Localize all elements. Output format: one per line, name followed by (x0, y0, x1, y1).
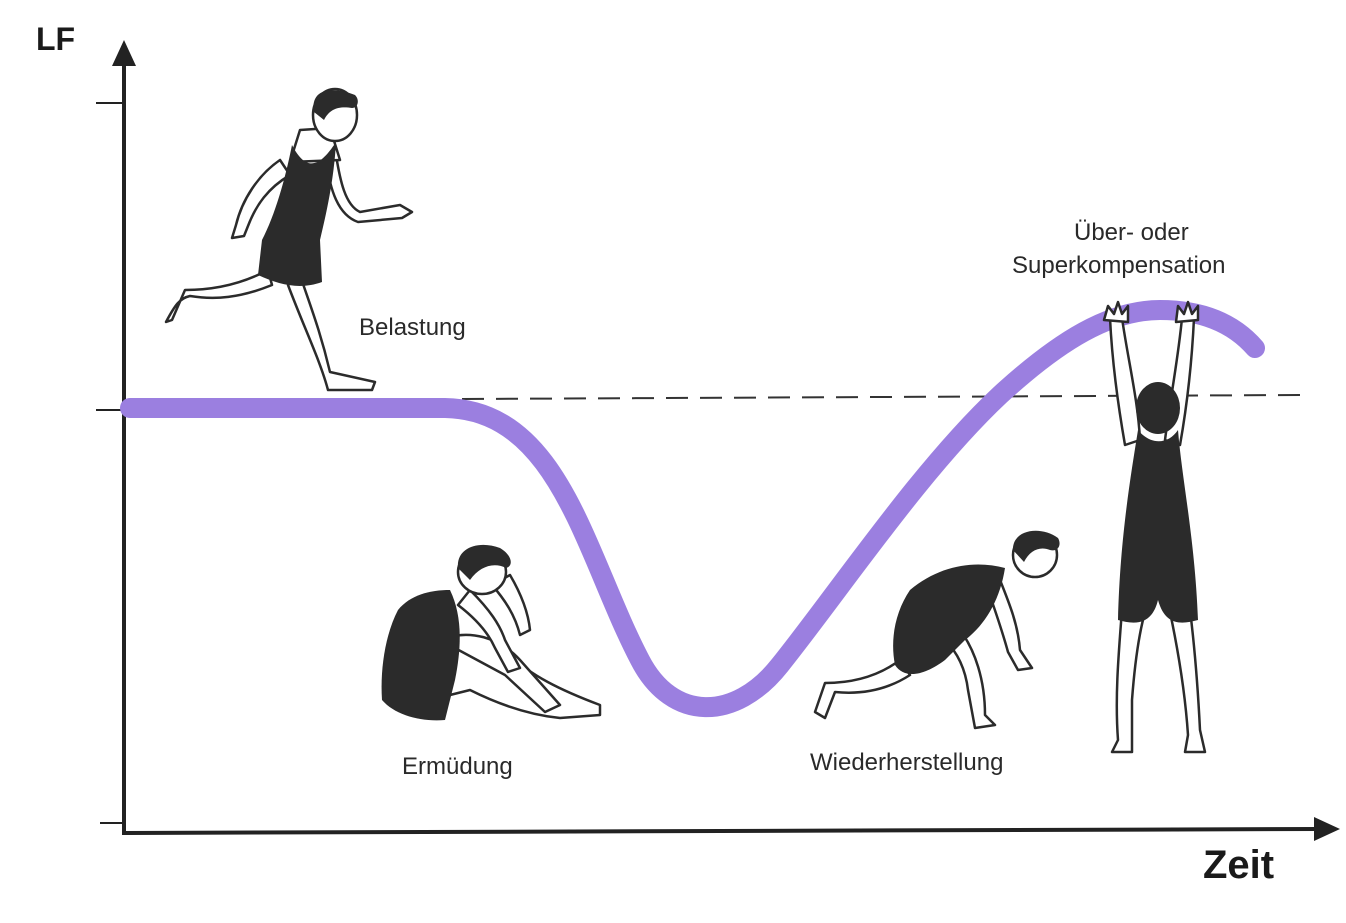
tired-sitting-figure (382, 545, 600, 720)
standing-arms-raised-figure (1104, 302, 1205, 752)
x-axis-title: Zeit (1203, 843, 1274, 887)
performance-curve (130, 310, 1255, 707)
x-axis (122, 829, 1318, 833)
label-superkompensation-line2: Superkompensation (1012, 252, 1225, 279)
label-superkompensation-line1: Über- oder (1074, 219, 1189, 246)
label-belastung: Belastung (359, 314, 466, 341)
axes (96, 40, 1340, 841)
y-axis-arrow-icon (112, 40, 136, 66)
runner-figure (166, 89, 412, 390)
label-ermuedung: Ermüdung (402, 753, 513, 780)
y-axis-title: LF (36, 21, 75, 57)
label-wiederherstellung: Wiederherstellung (810, 749, 1003, 776)
x-axis-arrow-icon (1314, 817, 1340, 841)
